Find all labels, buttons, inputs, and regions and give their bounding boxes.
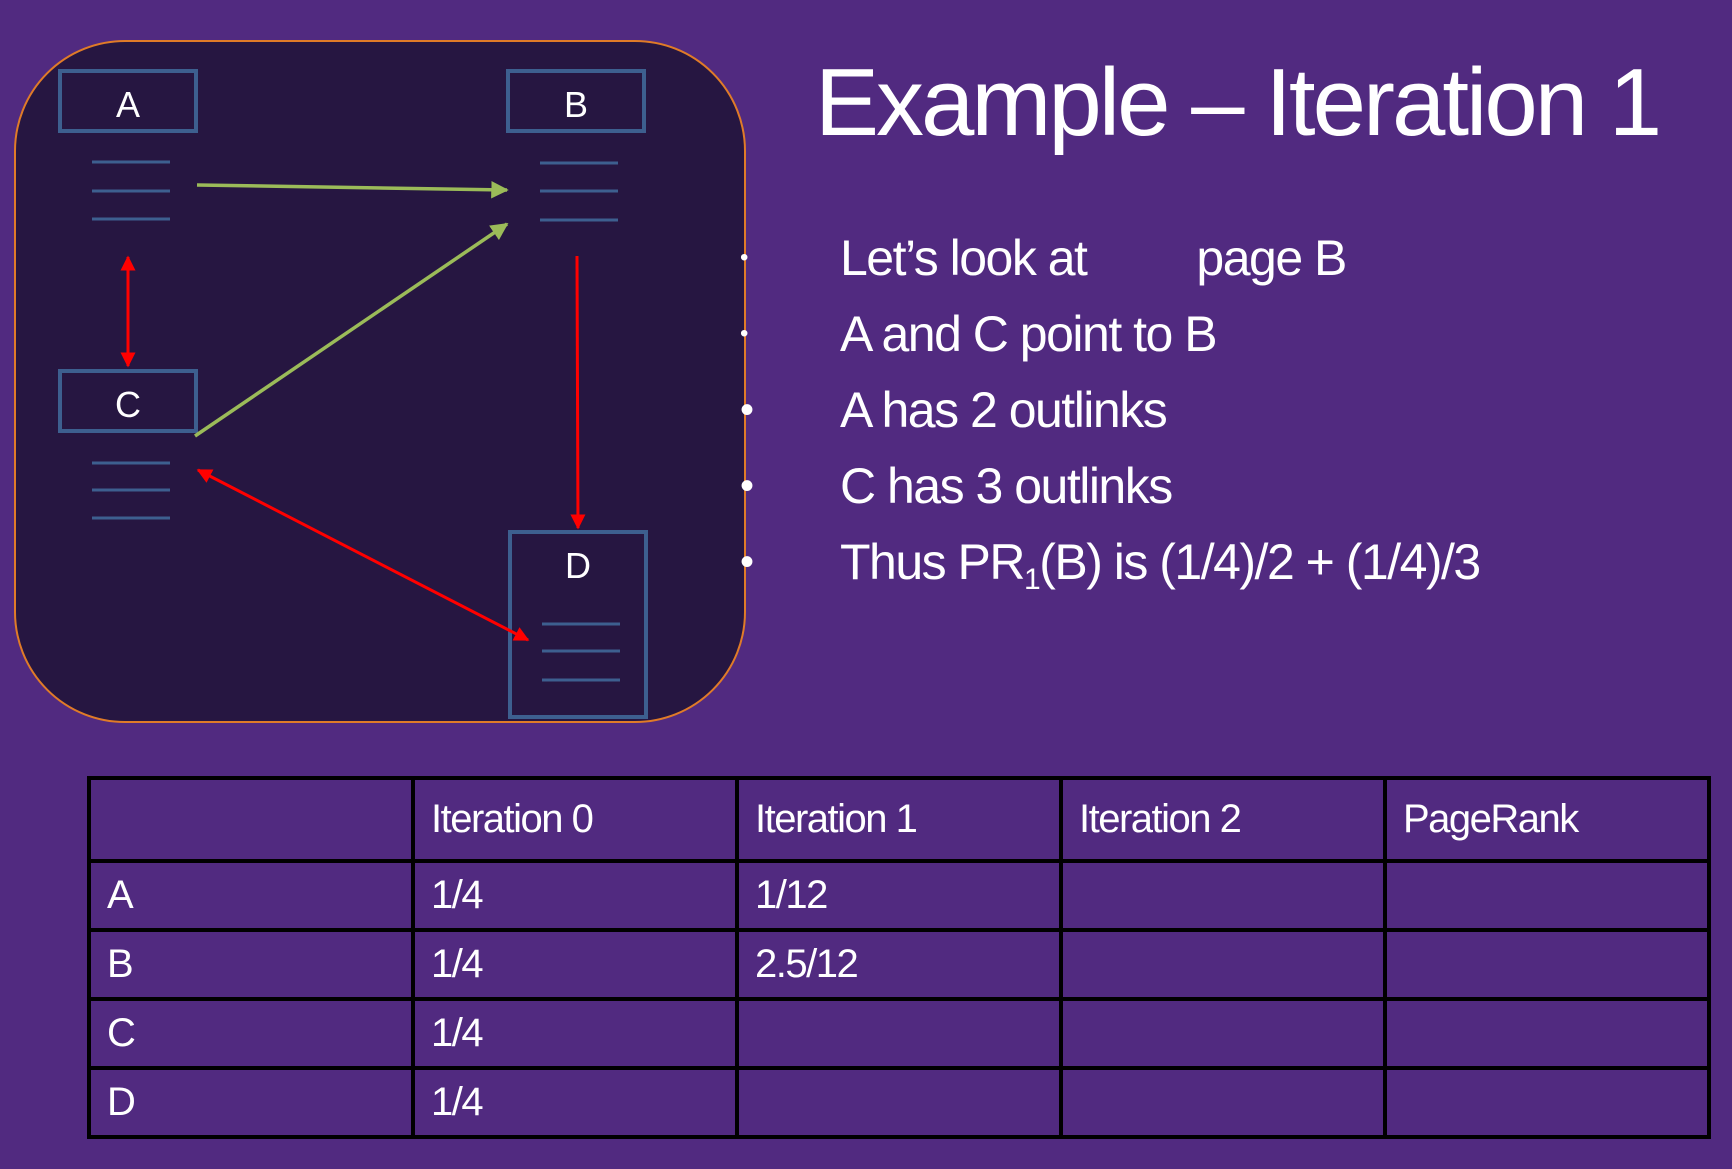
table-row: A 1/4 1/12 <box>87 859 1711 932</box>
page-node-c-content-lines <box>92 461 170 520</box>
page-node-b-content-lines <box>540 161 618 222</box>
bullet-dot: • <box>740 320 748 347</box>
table-cell <box>735 1066 1063 1139</box>
page-node-a: A <box>58 69 198 221</box>
page-node-b-label: B <box>564 84 588 125</box>
page-node-a-label: A <box>116 84 140 125</box>
bullet-text: Let’s look at page B <box>840 220 1347 296</box>
table-header-cell: Iteration 0 <box>411 776 739 863</box>
page-node-d: D <box>508 530 648 719</box>
bullet-dot: • <box>740 464 754 508</box>
bullet-text-part: Thus PR <box>840 534 1026 590</box>
table-header-cell: Iteration 2 <box>1059 776 1387 863</box>
table-cell <box>1059 997 1387 1070</box>
table-cell <box>1059 859 1387 932</box>
table-cell: C <box>87 997 415 1070</box>
edge-c-to-b <box>194 222 509 438</box>
bullet-text-part: page B <box>1196 230 1347 286</box>
table-cell <box>1059 1066 1387 1139</box>
table-cell <box>1383 1066 1711 1139</box>
slide-title: Example – Iteration 1 <box>815 49 1662 156</box>
page-node-c-box <box>58 369 198 433</box>
table-row: C 1/4 <box>87 997 1711 1070</box>
table-cell: 1/4 <box>411 1066 739 1139</box>
table-cell: 1/4 <box>411 997 739 1070</box>
bullet-dot: • <box>740 388 754 432</box>
bullet-text: A has 2 outlinks <box>840 382 1168 438</box>
edge-c-d <box>196 468 530 642</box>
table-cell: A <box>87 859 415 932</box>
pagerank-table: Iteration 0 Iteration 1 Iteration 2 Page… <box>87 776 1711 1139</box>
edge-a-to-b <box>196 180 509 199</box>
bullet-text: Thus PR1(B) is (1/4)/2 + (1/4)/3 <box>840 524 1481 600</box>
table-cell: B <box>87 928 415 1001</box>
page-node-a-content-lines <box>92 160 170 221</box>
page-node-b-box <box>506 69 646 133</box>
table-header-row: Iteration 0 Iteration 1 Iteration 2 Page… <box>87 776 1711 863</box>
table-row: B 1/4 2.5/12 <box>87 928 1711 1001</box>
table-cell: 1/12 <box>735 859 1063 932</box>
diagram-panel <box>14 40 746 723</box>
page-node-c-label: C <box>115 384 141 425</box>
link-graph-diagram: A B C D <box>14 40 746 723</box>
page-node-d-content-lines <box>542 622 620 682</box>
bullet-dot: • <box>740 244 748 271</box>
table-cell: 1/4 <box>411 928 739 1001</box>
bullet-text: C has 3 outlinks <box>840 458 1173 514</box>
table-cell <box>735 997 1063 1070</box>
bullet-text-part: Let’s look at <box>840 230 1088 286</box>
table-cell <box>1383 997 1711 1070</box>
table-cell: 1/4 <box>411 859 739 932</box>
table-cell: 2.5/12 <box>735 928 1063 1001</box>
page-node-d-label: D <box>565 545 591 586</box>
bullet-dot: • <box>740 540 754 584</box>
page-node-c: C <box>58 369 198 520</box>
table-cell <box>1059 928 1387 1001</box>
bullet-text: A and C point to B <box>840 306 1218 362</box>
table-cell <box>1383 928 1711 1001</box>
page-node-b: B <box>506 69 646 222</box>
table-header-cell: PageRank <box>1383 776 1711 863</box>
bullet-text-part: (B) is (1/4)/2 + (1/4)/3 <box>1039 534 1481 590</box>
table-row: D 1/4 <box>87 1066 1711 1139</box>
table-header-cell <box>87 776 415 863</box>
page-node-a-box <box>58 69 198 133</box>
edge-b-to-d <box>570 255 586 530</box>
table-header-cell: Iteration 1 <box>735 776 1063 863</box>
table-cell: D <box>87 1066 415 1139</box>
table-cell <box>1383 859 1711 932</box>
pagerank-subscript: 1 <box>1024 563 1041 596</box>
